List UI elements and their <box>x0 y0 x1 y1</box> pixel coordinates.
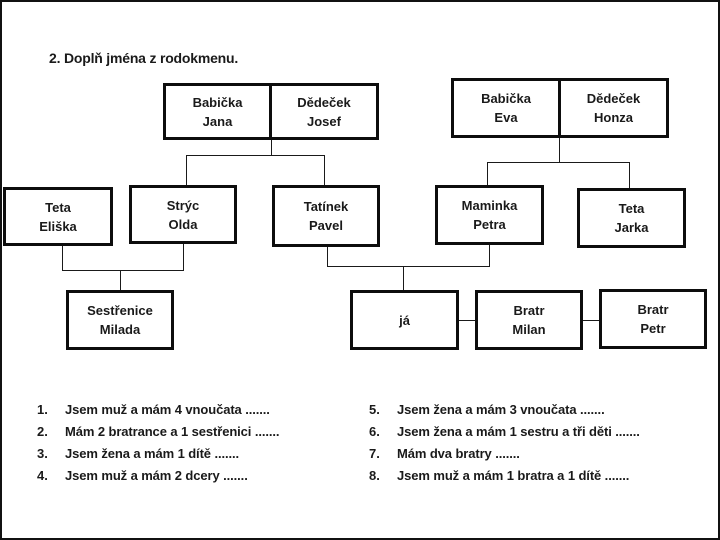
tree-box-label: Teta <box>45 199 71 215</box>
question-number: 5. <box>369 401 380 417</box>
connector-line <box>62 270 184 271</box>
tree-box-label: Tatínek <box>303 199 349 214</box>
tree-box-label: Eliška <box>39 218 77 234</box>
tree-box-label: Teta <box>618 201 645 216</box>
tree-box-label: Babička <box>192 94 243 110</box>
question-item: 7. Mám dva bratry ....... <box>369 442 640 464</box>
connector-line <box>489 245 490 267</box>
connector-line <box>62 246 63 271</box>
question-number: 6. <box>369 423 380 439</box>
connector-line <box>183 244 184 271</box>
connector-line <box>327 247 328 267</box>
question-number: 3. <box>37 445 48 461</box>
tree-box-label: Jana <box>202 113 233 129</box>
tree-box-label: já <box>399 312 410 328</box>
question-text: Jsem muž a mám 4 vnoučata ....... <box>65 401 270 417</box>
tree-box-label: Olda <box>168 216 198 232</box>
questions-left-column: 1. Jsem muž a mám 4 vnoučata ....... 2. Mám… <box>37 398 280 486</box>
connector-line <box>324 155 325 185</box>
connector-line <box>327 266 490 267</box>
tree-box-label: Maminka <box>461 198 518 213</box>
question-number: 4. <box>37 467 48 483</box>
tree-box-label: Sestřenice <box>87 303 153 318</box>
tree-box-label: Jarka <box>614 220 649 235</box>
question-text: Mám 2 bratrance a 1 sestřenici ....... <box>65 423 280 439</box>
question-number: 1. <box>37 401 48 417</box>
question-text: Jsem muž a mám 1 bratra a 1 dítě ....... <box>397 467 630 483</box>
connector-line <box>120 270 121 290</box>
connector-line <box>487 162 488 185</box>
tree-box-label: Pavel <box>309 218 343 233</box>
questions-right-column: 5. Jsem žena a mám 3 vnoučata ....... 6. Js… <box>369 398 640 486</box>
question-number: 8. <box>369 467 380 483</box>
tree-box-label: Bratr <box>513 303 545 318</box>
question-item: 8. Jsem muž a mám 1 bratra a 1 dítě .....… <box>369 464 640 486</box>
connector-line <box>459 320 475 321</box>
tree-box-label: Honza <box>594 110 633 125</box>
tree-box-label: Petr <box>640 321 666 336</box>
connector-line <box>487 162 630 163</box>
question-text: Jsem žena a mám 3 vnoučata ....... <box>397 401 605 417</box>
question-text: Jsem žena a mám 1 sestru a tři děti ....… <box>397 423 640 439</box>
connector-line <box>629 162 630 188</box>
tree-box-ja: já <box>350 290 459 350</box>
question-item: 5. Jsem žena a mám 3 vnoučata ....... <box>369 398 640 420</box>
tree-box-label: Babička <box>481 91 531 106</box>
connector-line <box>186 155 325 156</box>
tree-box-label: Dědeček <box>297 94 351 110</box>
tree-box-label: Petra <box>473 217 506 232</box>
question-text: Jsem žena a mám 1 dítě ....... <box>65 445 240 461</box>
question-number: 7. <box>369 445 380 461</box>
connector-line <box>403 266 404 290</box>
tree-box-label: Eva <box>494 110 518 125</box>
question-item: 2. Mám 2 bratrance a 1 sestřenici ....... <box>37 420 280 442</box>
tree-box-label: Dědeček <box>586 91 641 106</box>
connector-line <box>271 140 272 156</box>
connector-line <box>583 320 599 321</box>
tree-box-label: Milada <box>99 322 141 337</box>
question-text: Mám dva bratry ....... <box>397 445 520 461</box>
question-item: 6. Jsem žena a mám 1 sestru a tři děti ..… <box>369 420 640 442</box>
question-text: Jsem muž a mám 2 dcery ....... <box>65 467 248 483</box>
tree-box-label: Bratr <box>637 302 669 317</box>
question-item: 4. Jsem muž a mám 2 dcery ....... <box>37 464 279 486</box>
question-item: 1. Jsem muž a mám 4 vnoučata ....... <box>37 398 279 420</box>
connector-line <box>559 138 560 163</box>
question-item: 3. Jsem žena a mám 1 dítě ....... <box>37 442 279 464</box>
tree-box-label: Strýc <box>166 197 200 213</box>
question-number: 2. <box>37 423 48 439</box>
tree-box-label: Josef <box>307 113 341 129</box>
worksheet-title: 2. Doplň jména z rodokmenu. <box>49 50 239 66</box>
tree-box-label: Milan <box>512 322 546 337</box>
connector-line <box>186 155 187 185</box>
